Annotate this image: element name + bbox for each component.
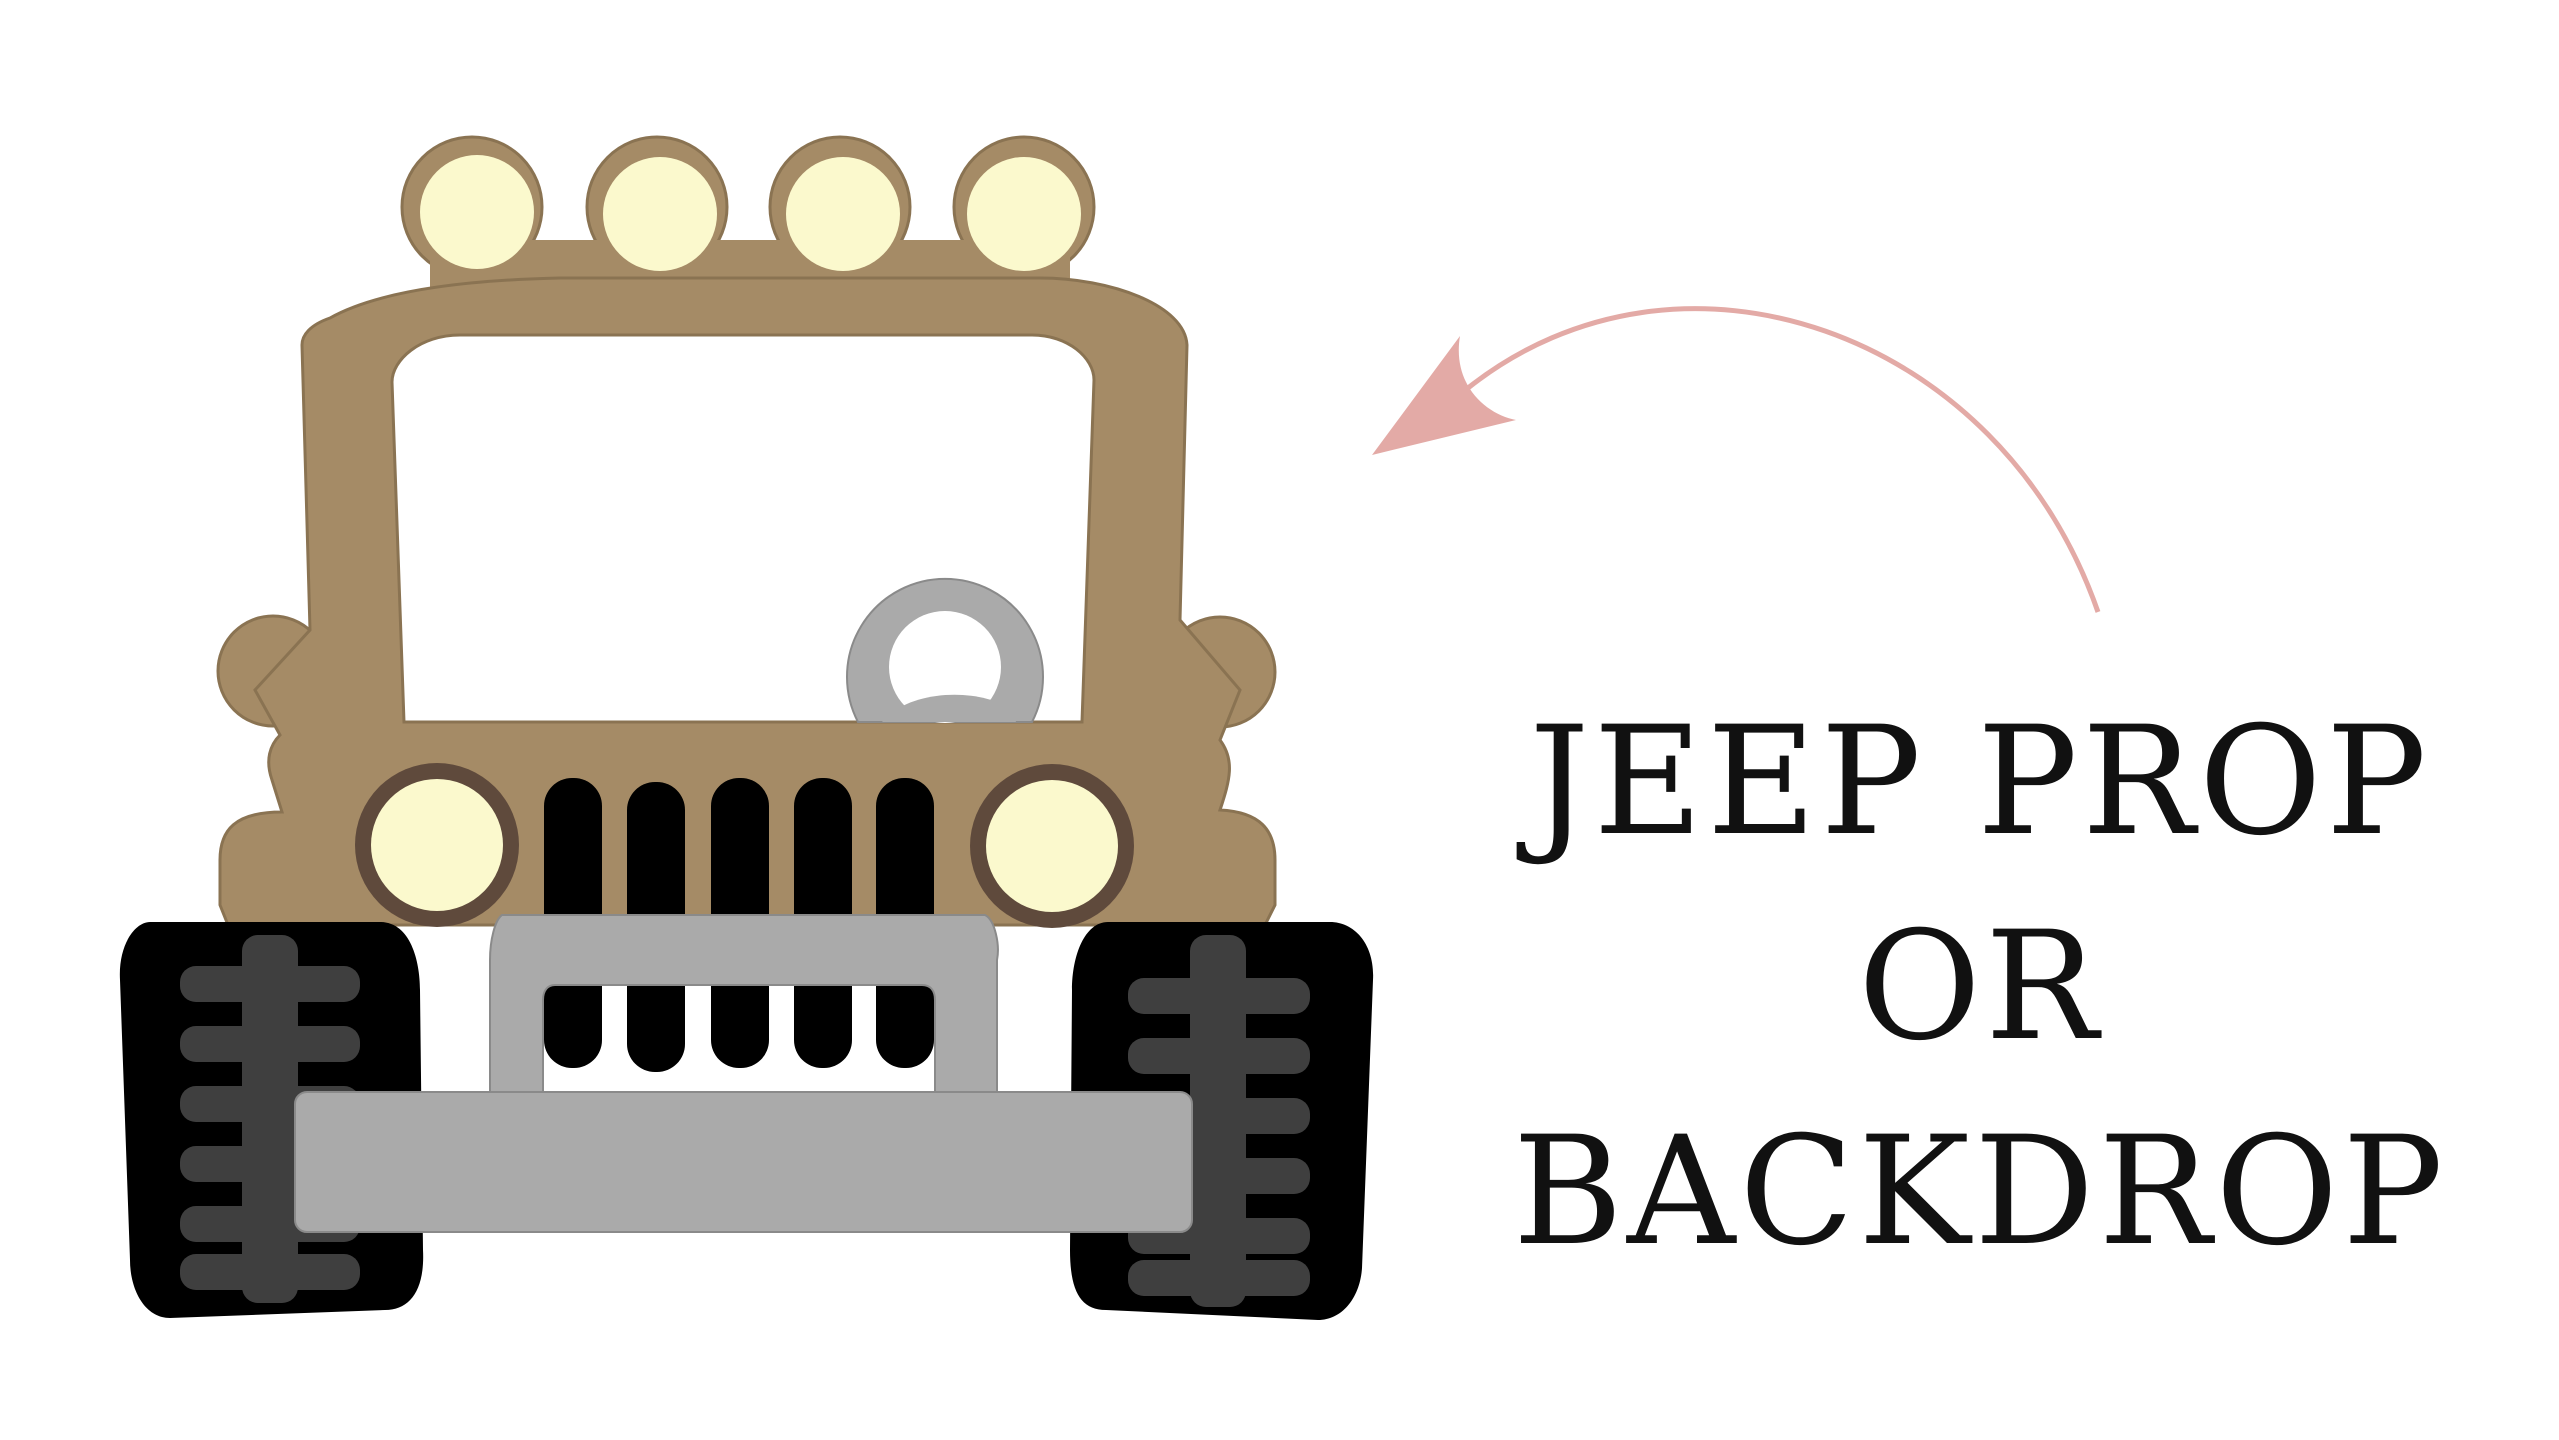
jeep-body (218, 276, 1277, 927)
roof-light (786, 157, 900, 271)
jeep-illustration (119, 135, 1374, 1320)
caption-line-1: JEEP PROP (1529, 695, 2431, 869)
roof-lights (400, 135, 1096, 290)
caption: JEEP PROP OR BACKDROP (1480, 680, 2480, 1295)
caption-line-2: OR (1858, 900, 2102, 1074)
steering-wheel-icon (846, 577, 1044, 723)
roof-light (420, 155, 534, 269)
headlight-left (355, 763, 519, 927)
curved-arrow-icon (1372, 306, 2101, 613)
roof-light (603, 157, 717, 271)
front-bumper (294, 914, 1193, 1233)
caption-line-3: BACKDROP (1512, 1105, 2448, 1279)
roof-light (967, 157, 1081, 271)
headlight-right (970, 764, 1134, 928)
